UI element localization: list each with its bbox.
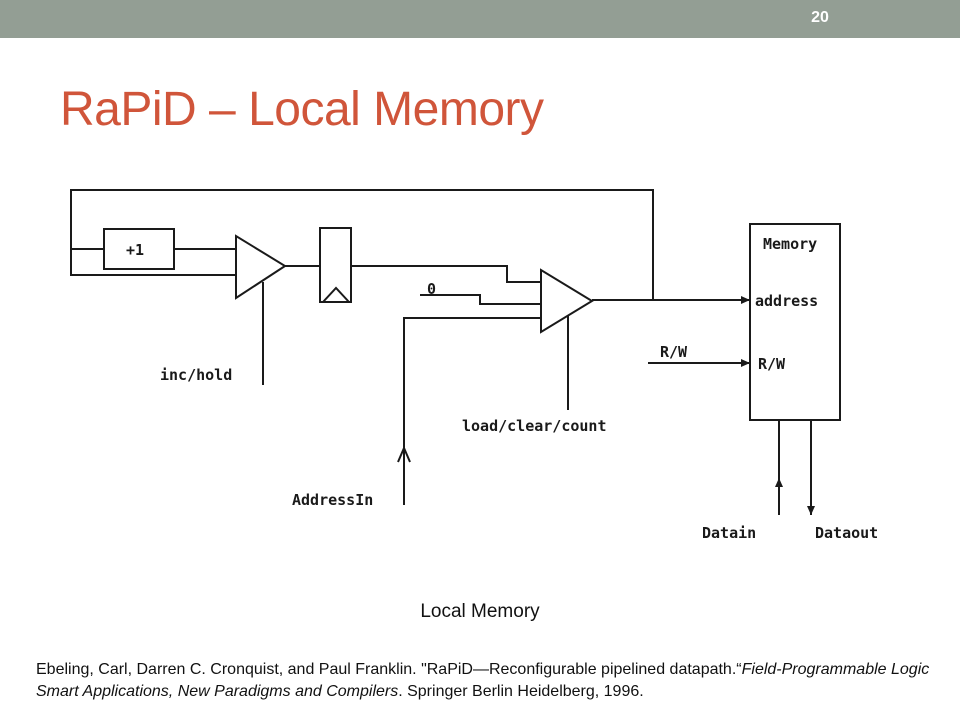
address-port-label: address [755,292,818,310]
load-clear-count-mux [540,268,594,334]
rw-input-label: R/W [660,343,688,361]
zero-input-label: 0 [427,280,436,298]
increment-label: +1 [126,241,144,259]
citation-venue: Field-Programmable Logic Smart Applicati… [36,661,930,700]
slide-title: RaPiD – Local Memory [60,83,544,136]
load-clear-count-label: load/clear/count [462,417,607,435]
register-clock-triangle [322,286,350,303]
zero-input-wire [420,294,541,305]
address-in-arrowhead [397,445,411,463]
dataout-label: Dataout [815,524,878,542]
citation-authors: Ebeling, Carl, Darren C. Cronquist, and … [36,661,742,678]
memory-block [749,223,841,421]
address-in-wire [403,317,541,505]
top-bar [0,0,960,38]
address-in-label: AddressIn [292,491,373,509]
memory-label: Memory [763,235,817,253]
rw-port-label: R/W [758,355,786,373]
slide-number: 20 [811,9,829,26]
inc-hold-label: inc/hold [160,366,232,384]
datain-label: Datain [702,524,756,542]
feedback-wire [70,189,654,300]
figure-caption: Local Memory [420,601,540,622]
inc-hold-mux [235,234,287,300]
register-block [319,227,352,303]
citation-publisher: . Springer Berlin Heidelberg, 1996. [398,683,644,700]
citation: Ebeling, Carl, Darren C. Cronquist, and … [36,659,936,703]
register-to-mux2-wire [351,265,541,283]
